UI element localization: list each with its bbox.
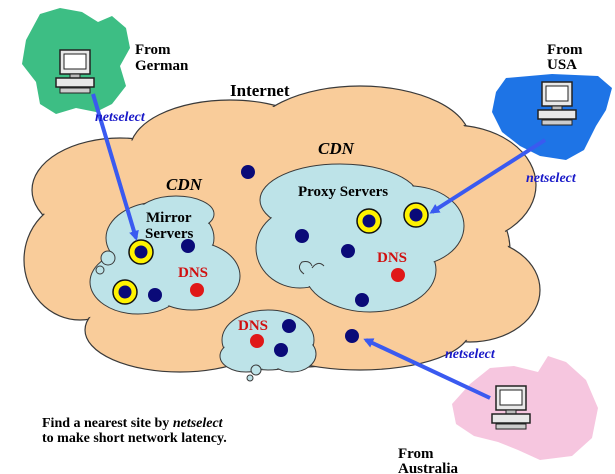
arrow-usa-to-proxy <box>429 138 547 214</box>
node-dns-cluster-2 <box>274 343 288 357</box>
node-proxy-2 <box>341 244 355 258</box>
from-usa-label-line2: USA <box>547 57 577 73</box>
arrow-australia-to-node <box>363 338 491 400</box>
dns-label-proxy: DNS <box>377 250 407 266</box>
from-german-label-line1: From <box>135 42 171 58</box>
caption-line2: to make short network latency. <box>42 431 227 446</box>
arrow-germany-to-mirror <box>91 93 139 241</box>
node-free-2 <box>345 329 359 343</box>
from-usa-label-line1: From <box>547 42 583 58</box>
internet-title: Internet <box>230 81 290 100</box>
node-proxy-3 <box>355 293 369 307</box>
caption-line1-em: netselect <box>173 416 224 431</box>
selected-node-mirror-1 <box>128 239 154 265</box>
from-german-label-line2: German <box>135 58 189 74</box>
dns-label-mirror: DNS <box>178 265 208 281</box>
node-mirror-2 <box>148 288 162 302</box>
proxy-servers-label: Proxy Servers <box>298 184 388 200</box>
node-proxy-1 <box>295 229 309 243</box>
dns-node-small <box>250 334 264 348</box>
caption-line1: Find a nearest site by netselect <box>42 416 224 431</box>
australia-computer-icon <box>491 385 531 430</box>
dns-node-proxy <box>391 268 405 282</box>
dns-label-small: DNS <box>238 318 268 334</box>
node-dns-cluster-1 <box>282 319 296 333</box>
selected-node-proxy-2 <box>403 202 429 228</box>
germany-computer-icon <box>55 49 95 94</box>
selected-node-mirror-2 <box>112 279 138 305</box>
netselect-label-germany: netselect <box>95 110 146 125</box>
usa-computer-icon <box>537 81 577 126</box>
mirror-servers-label-line1: Mirror <box>146 210 192 226</box>
from-australia-label-line2: Australia <box>398 461 459 474</box>
selected-node-proxy-1 <box>356 208 382 234</box>
mirror-servers-label-line2: Servers <box>145 226 193 242</box>
netselect-label-australia: netselect <box>445 347 496 362</box>
dns-node-mirror <box>190 283 204 297</box>
from-australia-label-line1: From <box>398 446 434 462</box>
cdn-label-right: CDN <box>318 139 355 158</box>
cdn-label-left: CDN <box>166 175 203 194</box>
node-mirror-1 <box>181 239 195 253</box>
netselect-label-usa: netselect <box>526 171 577 186</box>
node-free-1 <box>241 165 255 179</box>
caption-line1-prefix: Find a nearest site by <box>42 416 173 431</box>
